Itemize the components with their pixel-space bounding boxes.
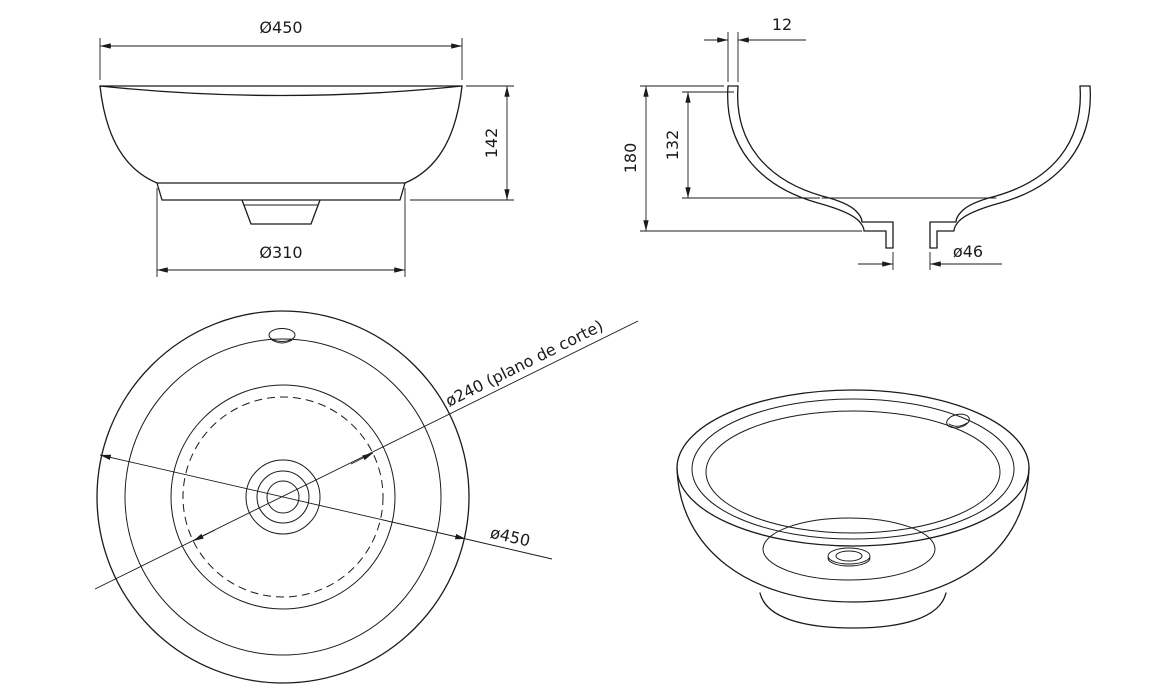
section-left-wall-inner (737, 85, 894, 249)
section-dim-wall-thickness: 12 (704, 15, 806, 82)
dimension-line (99, 454, 467, 540)
plan-overflow-hole (268, 328, 296, 342)
dim-label-wall-thickness: 12 (772, 15, 792, 34)
section-dim-inner-depth: 132 (663, 91, 820, 199)
persp-foot-ring (759, 592, 947, 629)
section-basin-outline (727, 85, 1091, 249)
persp-body-silhouette (676, 467, 1030, 603)
persp-inner-rim-ellipse (691, 398, 1015, 540)
perspective-view (676, 389, 1030, 629)
plan-view: ø240 (plano de corte) ø450 (94, 310, 639, 684)
section-view: 12 180 132 ø46 (621, 15, 1091, 270)
plan-outer-rim-circle (96, 310, 470, 684)
dimension-extension (465, 538, 553, 560)
dimension-line (94, 320, 639, 590)
dimension-arrow (192, 529, 216, 542)
dim-label-total-height: 180 (621, 143, 640, 174)
section-dim-drain-diameter: ø46 (858, 242, 1002, 270)
front-dim-top-diameter: Ø450 (99, 18, 463, 80)
front-rim-arc (99, 85, 463, 97)
dim-label-inner-depth: 132 (663, 130, 682, 161)
dimension-arrow (350, 452, 374, 465)
section-dim-total-height: 180 (621, 85, 862, 232)
section-left-wall-outer (727, 85, 887, 249)
dim-label-cut-plane-diameter: ø240 (plano de corte) (442, 316, 606, 411)
front-basin-outline (99, 85, 463, 225)
persp-bowl-bottom-ellipse (762, 517, 936, 581)
front-dim-height: 142 (410, 85, 514, 201)
front-side-right (404, 85, 463, 184)
plan-dim-cut-plane: ø240 (plano de corte) (94, 316, 639, 590)
section-right-wall-inner (929, 85, 1081, 249)
front-foot-bottom (156, 182, 406, 201)
dim-label-front-top-diameter: Ø450 (259, 18, 302, 37)
plan-overflow-shadow-arc (271, 339, 293, 344)
front-view: Ø450 142 Ø310 (99, 18, 514, 277)
front-drain-fitting (241, 199, 321, 225)
plan-dim-outer-diameter: ø450 (99, 454, 553, 560)
dim-label-drain-diameter: ø46 (953, 242, 983, 261)
dim-label-front-height: 142 (482, 128, 501, 159)
persp-overflow-shadow-arc (948, 422, 968, 427)
persp-overflow-hole (946, 413, 970, 429)
front-dim-base-diameter: Ø310 (156, 188, 406, 277)
persp-drain-cap-arc (827, 557, 871, 567)
persp-cavity-edge-ellipse (705, 410, 1001, 534)
persp-drain-inner-ellipse (835, 550, 863, 562)
dim-label-front-base-diameter: Ø310 (259, 243, 302, 262)
persp-drain-outer-ellipse (827, 547, 871, 565)
front-side-left (99, 85, 158, 184)
section-right-wall-outer (936, 85, 1091, 249)
persp-outer-rim-ellipse (676, 389, 1030, 547)
dim-label-plan-outer-diameter: ø450 (488, 523, 532, 551)
